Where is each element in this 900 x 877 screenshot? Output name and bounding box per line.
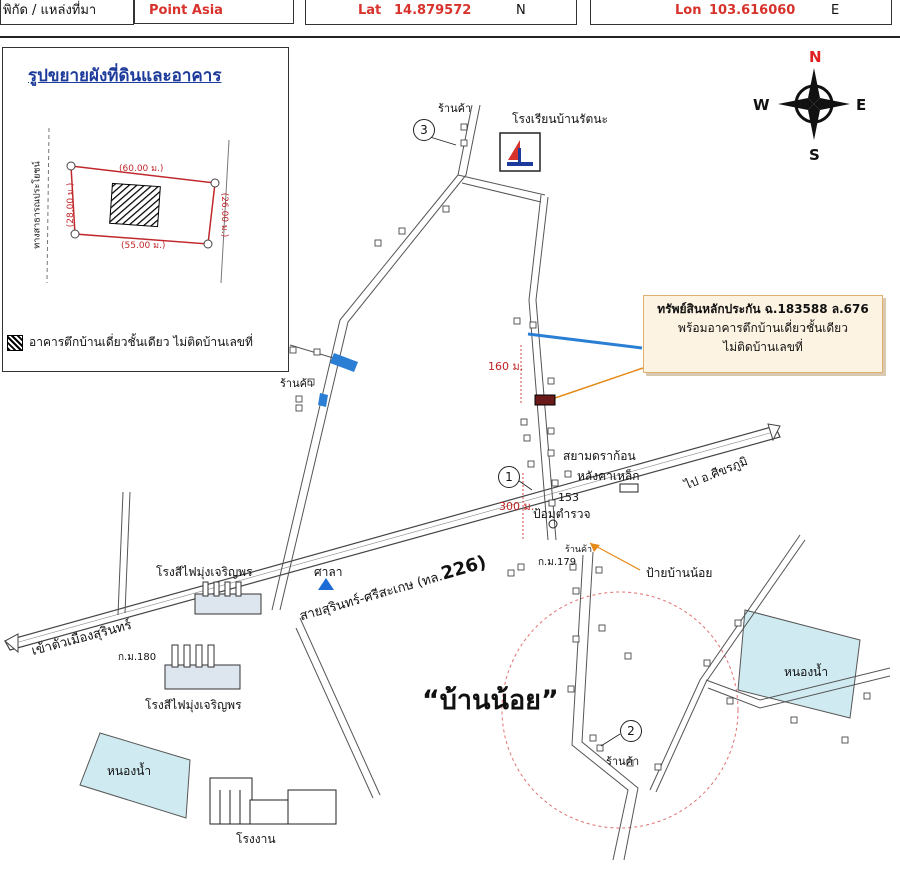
lon-dir: E: [831, 3, 840, 18]
sala-icon: [318, 578, 334, 590]
marker-2: 2: [620, 720, 642, 742]
marker-1: 1: [498, 466, 520, 488]
lat-dir: N: [516, 3, 526, 18]
steel-roof-label: หลังคาเหล็ก: [577, 469, 640, 483]
police-box-icon: [548, 519, 558, 529]
collateral-callout: ทรัพย์สินหลักประกัน ฉ.183588 ล.676 พร้อม…: [643, 295, 883, 373]
rice-mill-top-icon: [194, 581, 262, 615]
side-top-label: (60.00 ม.): [119, 164, 164, 174]
rice-mill-bottom-label: โรงสีไฟมุ่งเจริญพร: [145, 698, 242, 712]
house-markers: [289, 123, 871, 771]
shop-label-south: ร้านค้า: [606, 755, 640, 768]
east-label: E: [856, 96, 867, 114]
legend: อาคารตึกบ้านเดี่ยวชั้นเดียว ไม่ติดบ้านเล…: [7, 333, 253, 352]
rice-mill-bottom-icon: [164, 644, 241, 690]
sign-pointer-head: [590, 543, 600, 552]
legend-text: อาคารตึกบ้านเดี่ยวชั้นเดียว ไม่ติดบ้านเล…: [29, 335, 253, 349]
pond-west-label: หนองน้ำ: [107, 764, 152, 778]
school-label: โรงเรียนบ้านรัตนะ: [512, 112, 608, 126]
blue-parcel-2: [318, 393, 328, 407]
km-180: ก.ม.180: [118, 652, 157, 663]
coordinate-header: พิกัด / แหล่งที่มา Point Asia Lat 14.879…: [0, 0, 900, 38]
orange-pointer-line: [554, 367, 644, 399]
shop-label-north: ร้านค้า: [438, 102, 472, 115]
police-box-label: ป้อมตำรวจ: [533, 507, 591, 521]
village-sign-label: ป้ายบ้านน้อย: [646, 566, 713, 580]
rice-mill-top-label: โรงสีไฟมุ่งเจริญพร: [156, 565, 253, 579]
marker-3: 3: [413, 119, 435, 141]
factory-icon: [209, 777, 337, 825]
north-label: N: [809, 48, 822, 66]
south-label: S: [809, 146, 820, 164]
km-179: ก.ม.179: [538, 557, 577, 568]
sala-label: ศาลา: [314, 565, 343, 579]
distance-160: 160 ม.: [488, 360, 524, 373]
compass-icon: [778, 68, 850, 140]
lat-label: Lat: [358, 3, 382, 18]
callout-line-3: ไม่ติดบ้านเลขที่: [723, 340, 803, 354]
public-road-label: ทางสาธารณประโยชน์: [32, 161, 43, 249]
land-plot-inset: รูปขยายผังที่ดินและอาคาร (60.00 ม.) (55.…: [2, 47, 289, 372]
east-arrow: [767, 423, 781, 442]
coord-label: พิกัด / แหล่งที่มา: [0, 0, 134, 25]
house-number-153: 153: [558, 491, 579, 504]
hatched-building-icon: [7, 334, 23, 351]
factory-label: โรงงาน: [236, 832, 276, 846]
marker3-line: [429, 136, 457, 146]
side-bottom-label: (55.00 ม.): [121, 241, 166, 251]
village-circle: [501, 591, 739, 829]
lon-label: Lon: [675, 3, 702, 18]
shop-label-west: ร้านค้า: [280, 377, 314, 390]
source-value: Point Asia: [149, 3, 223, 18]
property-marker: [534, 394, 556, 406]
callout-line-1: ทรัพย์สินหลักประกัน ฉ.183588 ล.676: [657, 302, 869, 316]
school-icon: [499, 132, 541, 172]
distance-300: 300 ม.: [499, 500, 535, 513]
lat-cell: Lat 14.879572 N: [305, 0, 577, 25]
pond-east-label: หนองน้ำ: [784, 665, 829, 679]
village-name: “บ้านน้อย”: [422, 685, 559, 716]
blue-parcel-1: [330, 353, 358, 372]
source-cell: Point Asia: [134, 0, 294, 24]
lon-value: 103.616060: [709, 3, 796, 18]
road-network: [117, 104, 891, 861]
lat-value: 14.879572: [394, 3, 472, 18]
steel-roof-icon: [619, 483, 639, 493]
inset-title: รูปขยายผังที่ดินและอาคาร: [28, 66, 222, 86]
shop-label-small: ร้านค้า: [565, 545, 593, 555]
compass-rose: N S E W: [753, 48, 876, 168]
sign-pointer-line: [589, 542, 641, 571]
side-left-label: (28.00 ม.): [66, 182, 77, 228]
pond-west: [79, 732, 191, 819]
plot-diagram: [46, 127, 230, 284]
siam-dragon-label: สยามดราก้อน: [563, 449, 636, 463]
lon-cell: Lon 103.616060 E: [590, 0, 892, 25]
side-right-label: (26.00 ม.): [219, 192, 230, 238]
west-arrow: [4, 633, 19, 654]
callout-line-2: พร้อมอาคารตึกบ้านเดี่ยวชั้นเดียว: [678, 321, 848, 335]
blue-line: [527, 332, 643, 350]
marker2-line: [600, 733, 621, 747]
west-label: W: [753, 96, 770, 114]
